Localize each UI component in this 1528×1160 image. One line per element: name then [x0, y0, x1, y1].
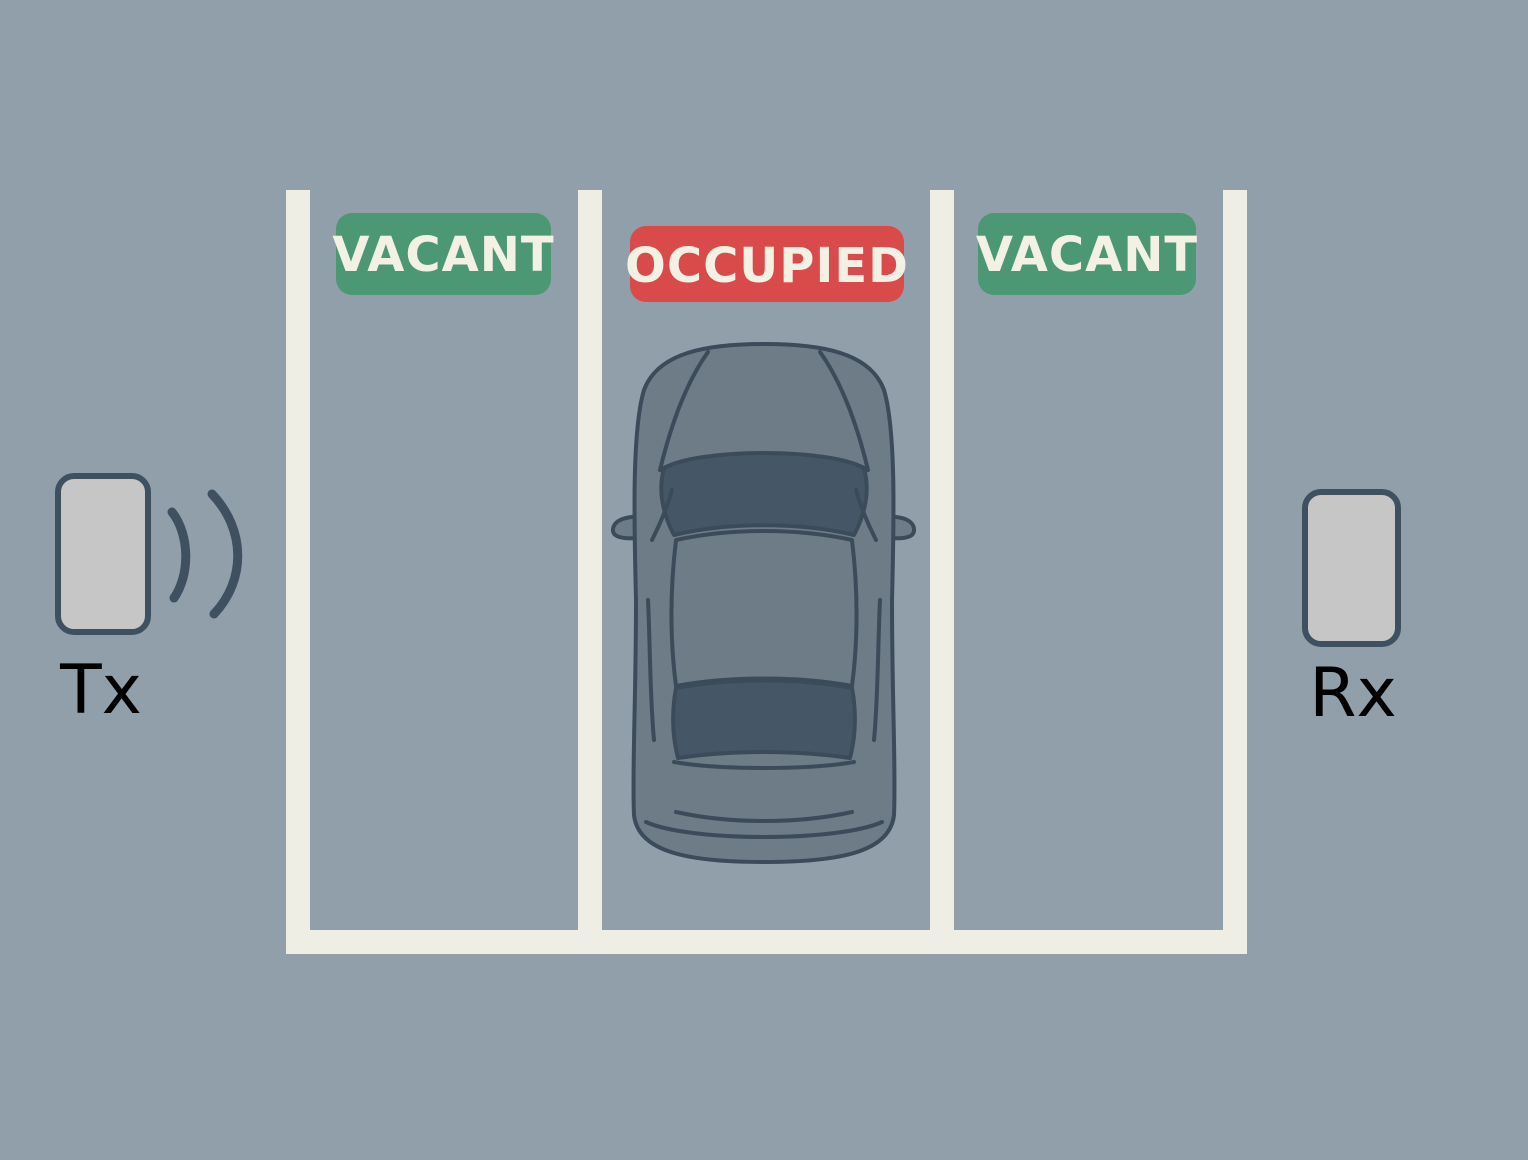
outer-wave	[207, 489, 243, 619]
badge-background	[336, 213, 551, 295]
left-side-windows	[646, 488, 674, 742]
receiver: Rx	[1302, 489, 1401, 733]
rear-window	[671, 678, 857, 760]
parking-lines	[286, 190, 1247, 954]
windshield	[659, 451, 869, 537]
status-label: VACANT	[332, 227, 554, 283]
right-side-windows	[854, 488, 882, 742]
receiver-label: Rx	[1309, 654, 1397, 733]
space-2-badge: OCCUPIED	[625, 226, 909, 302]
roof	[669, 529, 859, 688]
transmitter-device	[55, 473, 151, 635]
space-1-badge: VACANT	[332, 213, 554, 295]
space-3-badge: VACANT	[976, 213, 1198, 295]
line-divider-2	[930, 190, 954, 954]
transmitter-label: Tx	[59, 651, 142, 730]
line-divider-1	[578, 190, 602, 954]
status-label: VACANT	[976, 227, 1198, 283]
signal-waves-icon	[167, 489, 243, 619]
transmitter: Tx	[55, 473, 243, 730]
line-left	[286, 190, 310, 954]
line-right	[1223, 190, 1247, 954]
inner-wave	[167, 507, 191, 603]
line-bottom	[286, 930, 1247, 954]
trunk-lines	[644, 760, 884, 839]
badge-background	[978, 213, 1196, 295]
hood-lines	[658, 350, 870, 472]
status-label: OCCUPIED	[625, 238, 909, 294]
car-icon	[611, 342, 916, 864]
badge-background	[630, 226, 904, 302]
receiver-device	[1302, 489, 1401, 647]
